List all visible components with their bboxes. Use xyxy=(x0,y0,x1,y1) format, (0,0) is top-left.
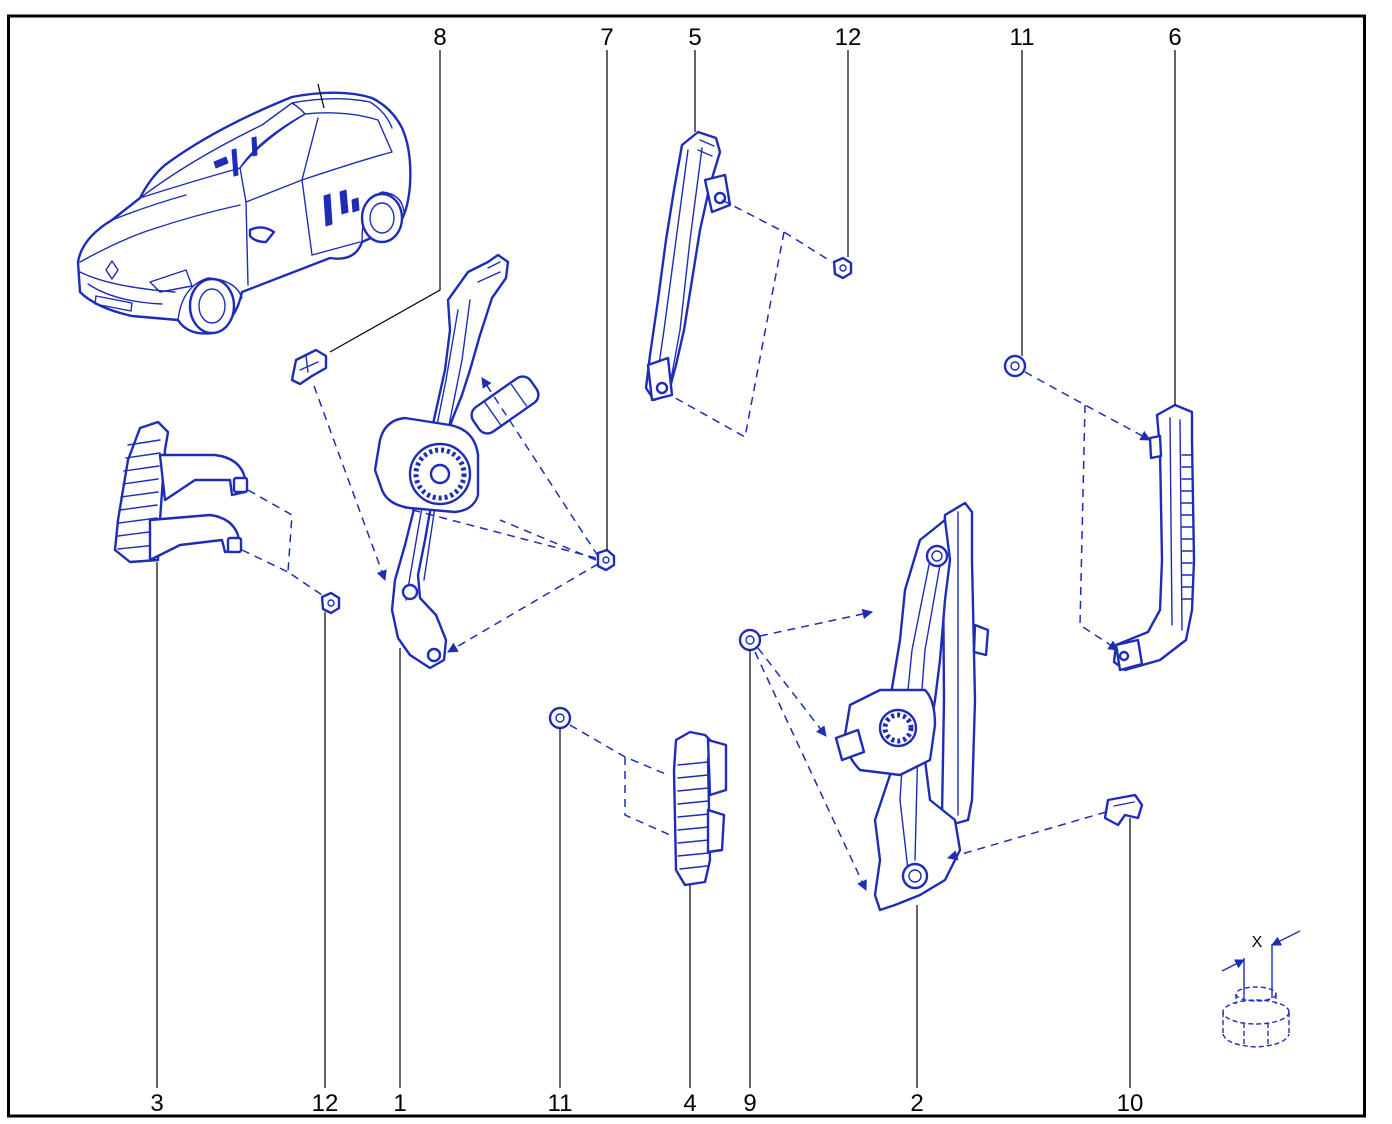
rail-6 xyxy=(1112,403,1196,672)
callout-11-upper: 11 xyxy=(1010,24,1035,51)
callout-2: 2 xyxy=(910,1090,923,1117)
callout-3: 3 xyxy=(150,1090,163,1117)
arrow-nut-12-lower-b xyxy=(241,549,289,573)
callout-1: 1 xyxy=(393,1090,406,1117)
arrow-washer-9-c xyxy=(754,651,867,891)
callout-9: 9 xyxy=(743,1090,756,1117)
arrow-nut-7-c xyxy=(499,519,597,561)
arrow-washer-11-lower-b xyxy=(624,757,671,836)
clip-10 xyxy=(1103,793,1144,827)
callout-12-upper: 12 xyxy=(835,24,862,51)
arrow-clip-8 xyxy=(313,385,387,581)
bracket-3 xyxy=(113,420,249,564)
front-window-regulator-1 xyxy=(373,253,540,670)
diagram-frame xyxy=(7,14,1366,1118)
arrow-nut-7-d xyxy=(447,563,599,653)
dimension-label: X xyxy=(1252,934,1263,951)
callout-7: 7 xyxy=(600,24,613,51)
nut-12-upper xyxy=(832,256,853,280)
regulator-motor xyxy=(470,375,540,435)
washer-9 xyxy=(738,628,762,652)
vehicle-illustration xyxy=(76,83,412,335)
callout-10: 10 xyxy=(1117,1090,1144,1117)
callout-12-lower: 12 xyxy=(312,1090,339,1117)
callouts-bottom: 3 12 1 11 4 9 2 10 xyxy=(150,1090,1143,1117)
callout-11-lower: 11 xyxy=(548,1090,573,1117)
nut-dimension-icon: X xyxy=(1221,930,1301,1048)
washer-11-upper xyxy=(1003,354,1027,378)
rail-5 xyxy=(644,130,732,402)
nut-12-lower xyxy=(320,591,341,615)
rear-window-regulator-2 xyxy=(834,501,990,912)
callout-6: 6 xyxy=(1168,24,1181,51)
arrow-nut-7-a xyxy=(481,377,599,557)
arrow-washer-9-b xyxy=(757,647,827,737)
nut-7 xyxy=(596,548,616,572)
washer-11-lower xyxy=(548,706,572,730)
callout-5: 5 xyxy=(688,24,701,51)
arrow-washer-11-upper xyxy=(1024,371,1151,441)
clip-8 xyxy=(290,348,328,386)
arrow-clip-10 xyxy=(946,811,1107,861)
leader-lines xyxy=(156,50,1176,1088)
arrow-nut-12-upper xyxy=(721,199,833,263)
guide-4 xyxy=(672,730,728,887)
arrow-nut-12-lower xyxy=(247,489,326,598)
callout-4: 4 xyxy=(683,1090,696,1117)
arrow-washer-11-upper-b xyxy=(1079,404,1119,651)
assembly-arrows xyxy=(241,199,1151,891)
callouts-top: 8 7 5 12 11 6 xyxy=(433,24,1181,51)
callout-8: 8 xyxy=(433,24,446,51)
arrow-washer-11-lower xyxy=(569,724,669,776)
arrow-washer-9-a xyxy=(759,608,874,637)
arrow-nut-7-b xyxy=(404,507,597,559)
leader-line-8 xyxy=(329,50,441,353)
